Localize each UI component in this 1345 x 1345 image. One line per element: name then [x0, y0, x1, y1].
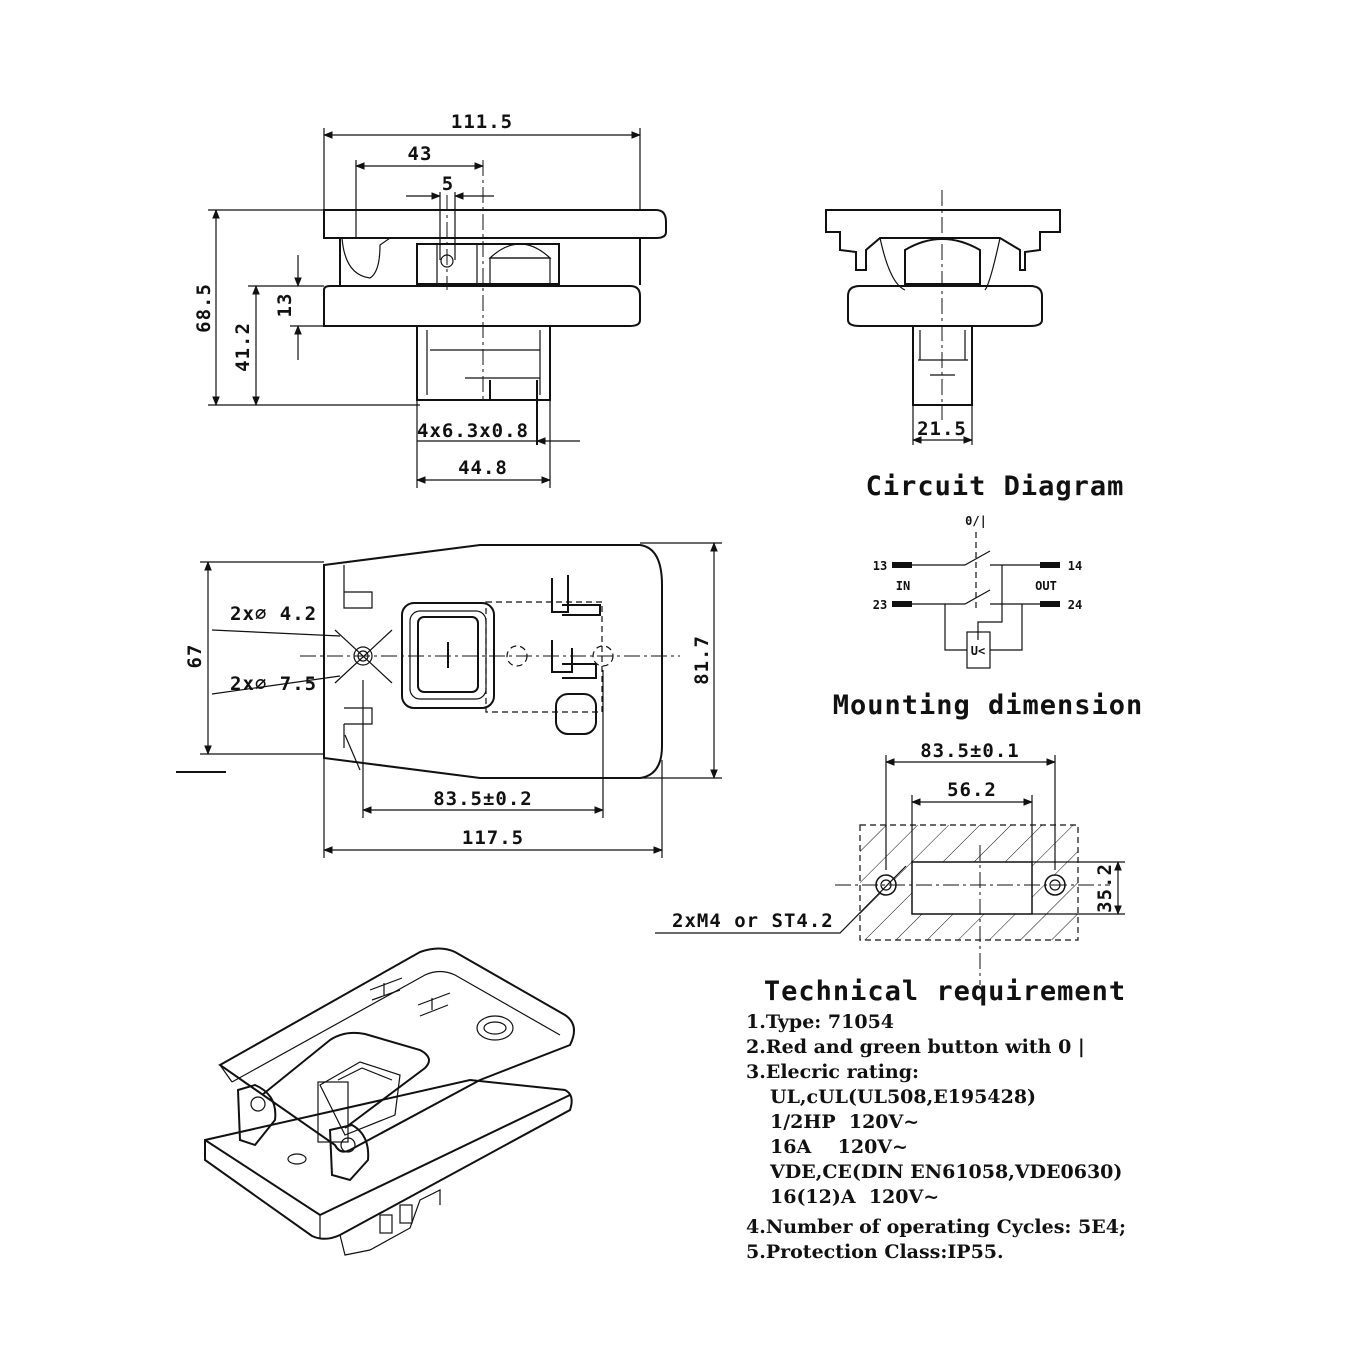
- dim-terminals: 4x6.3x0.8: [417, 420, 529, 442]
- dim-41-2: 41.2: [232, 322, 254, 372]
- req-item-5: 5.Protection Class:IP55.: [746, 1241, 1004, 1263]
- top-view: 2x∅ 4.2 2x∅ 7.5 67 81.7 83.5±0.2 117.5: [176, 542, 722, 858]
- term-14-label: 14: [1068, 559, 1082, 573]
- term-24-label: 24: [1068, 598, 1082, 612]
- dim-81-7: 81.7: [691, 635, 713, 685]
- dim-43: 43: [408, 143, 433, 165]
- switch-label: 0/|: [965, 514, 987, 528]
- front-view: 111.5 43 5 68.5 41.2 13 4x6.3x0.8 44.8: [193, 111, 667, 488]
- dim-67: 67: [184, 644, 206, 669]
- dim-hole-small: 2x∅ 4.2: [230, 603, 317, 625]
- req-item-3c: 16A 120V~: [770, 1136, 908, 1158]
- dim-side-width: 21.5: [917, 418, 967, 440]
- in-label: IN: [896, 579, 910, 593]
- term-13-label: 13: [873, 559, 887, 573]
- mount-hole-spacing: 83.5±0.1: [920, 740, 1020, 762]
- req-item-3d: VDE,CE(DIN EN61058,VDE0630): [769, 1161, 1122, 1183]
- req-item-3b: 1/2HP 120V~: [770, 1111, 919, 1133]
- side-view: 21.5: [825, 190, 1061, 445]
- dim-hole-large: 2x∅ 7.5: [230, 673, 317, 695]
- dim-hole-spacing: 83.5±0.2: [433, 788, 533, 810]
- dim-68-5: 68.5: [193, 283, 215, 333]
- out-label: OUT: [1035, 579, 1057, 593]
- req-item-3: 3.Elecric rating:: [746, 1061, 919, 1083]
- terminal-24: [1040, 601, 1060, 607]
- terminal-23: [892, 601, 912, 607]
- req-item-1: 1.Type: 71054: [746, 1011, 894, 1033]
- dim-top-overall-width: 117.5: [462, 827, 524, 849]
- dim-body-width: 44.8: [458, 457, 508, 479]
- term-23-label: 23: [873, 598, 887, 612]
- terminal-13: [892, 562, 912, 568]
- circuit-diagram: Circuit Diagram 0/| 13 14 23 24 IN OUT U…: [866, 471, 1125, 669]
- circuit-title: Circuit Diagram: [866, 471, 1125, 502]
- mount-cutout-width: 56.2: [947, 779, 997, 801]
- dim-5: 5: [442, 173, 454, 195]
- mounting-dimension: Mounting dimension 83.5±0.1 56.2 35.2 2x…: [655, 690, 1144, 985]
- relay-label: U<: [971, 644, 985, 658]
- req-item-4: 4.Number of operating Cycles: 5E4;: [746, 1216, 1126, 1238]
- terminal-14: [1040, 562, 1060, 568]
- req-item-3a: UL,cUL(UL508,E195428): [770, 1086, 1036, 1108]
- dim-13: 13: [274, 293, 296, 318]
- isometric-view: [204, 947, 575, 1256]
- technical-requirement: Technical requirement 1.Type: 71054 2.Re…: [746, 976, 1126, 1263]
- technical-title: Technical requirement: [764, 976, 1126, 1007]
- mount-cutout-height: 35.2: [1094, 863, 1116, 913]
- req-item-2: 2.Red and green button with 0 |: [746, 1036, 1085, 1058]
- dim-overall-width: 111.5: [451, 111, 513, 133]
- req-item-3e: 16(12)A 120V~: [770, 1186, 939, 1208]
- mounting-title: Mounting dimension: [833, 690, 1144, 721]
- mount-screw-label: 2xM4 or ST4.2: [672, 910, 834, 932]
